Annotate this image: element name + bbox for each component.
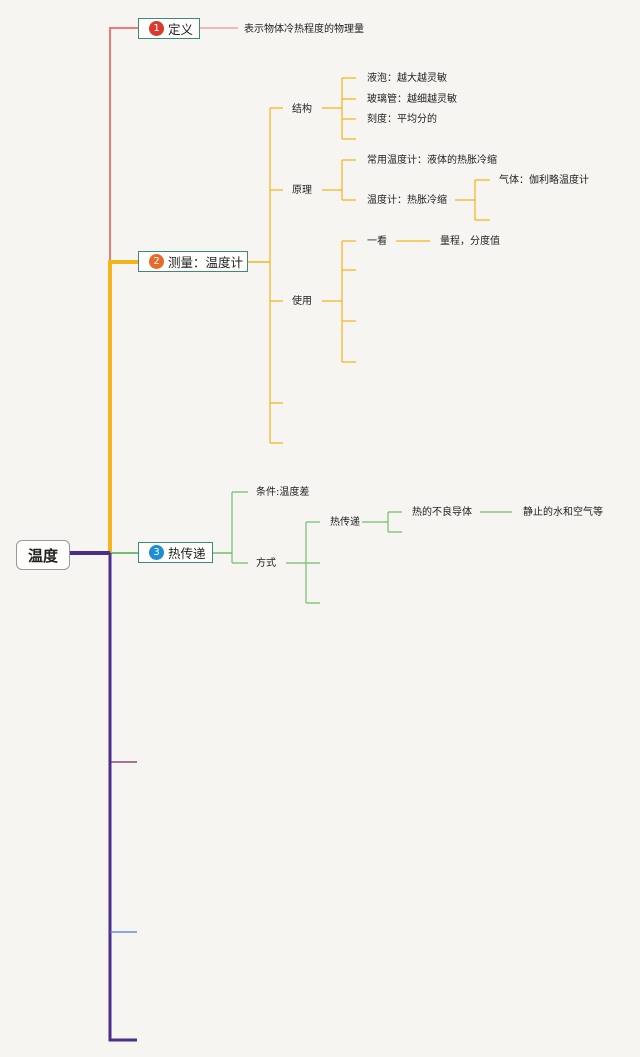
topic-1-note: 表示物体冷热程度的物理量 — [244, 24, 364, 35]
principle-item: 常用温度计：液体的热胀冷缩 — [367, 155, 497, 166]
branch-method-label[interactable]: 方式 — [256, 558, 276, 569]
method-leaf: 静止的水和空气等 — [523, 507, 603, 518]
principle-item: 温度计：热胀冷缩 — [367, 195, 447, 206]
method-sub-item: 热的不良导体 — [412, 507, 472, 518]
structure-item: 液泡：越大越灵敏 — [367, 73, 447, 84]
root-node[interactable]: 温度 — [16, 540, 70, 570]
topic-2-node[interactable]: 2 测量：温度计 — [138, 251, 248, 272]
topic-1-node[interactable]: 1 定义 — [138, 18, 200, 39]
branch-principle-label[interactable]: 原理 — [292, 185, 312, 196]
topic-1-label: 定义 — [168, 22, 194, 37]
principle-sub-item: 气体：伽利略温度计 — [499, 175, 589, 186]
root-trunk — [70, 551, 137, 1042]
topic-3-label: 热传递 — [168, 546, 206, 561]
root-label: 温度 — [27, 546, 58, 565]
branch-structure-label[interactable]: 结构 — [292, 104, 312, 115]
topic-3-connectors — [110, 491, 512, 604]
method-item: 热传递 — [330, 517, 360, 528]
structure-item: 玻璃管：越细越灵敏 — [367, 94, 457, 105]
branch-condition-label[interactable]: 条件:温度差 — [256, 487, 310, 498]
usage-sub-item: 量程，分度值 — [440, 236, 500, 247]
topic-1-number-badge: 1 — [149, 21, 164, 36]
topic-3-node[interactable]: 3 热传递 — [138, 542, 213, 563]
topic-2-number-badge: 2 — [149, 254, 164, 269]
topic-2-label: 测量：温度计 — [168, 255, 244, 270]
topic-1-connectors — [109, 27, 238, 262]
topic-3-number-badge: 3 — [149, 545, 164, 560]
branch-usage-label[interactable]: 使用 — [292, 296, 312, 307]
usage-item: 一看 — [367, 236, 387, 247]
topic-2-connectors — [108, 77, 490, 553]
structure-item: 刻度：平均分的 — [367, 114, 437, 125]
